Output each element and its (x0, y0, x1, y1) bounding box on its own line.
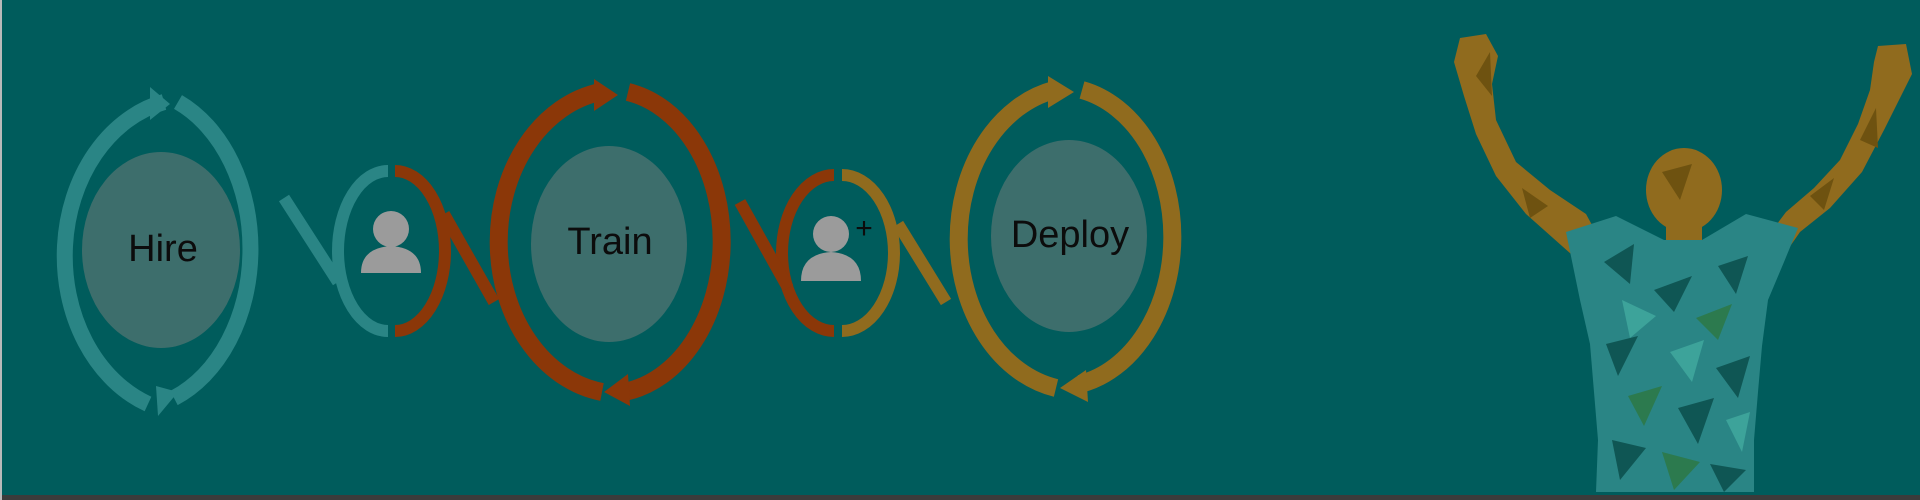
connector-2-arc-right (841, 169, 900, 337)
train-cycle-arc-left (489, 83, 604, 401)
connector-2-link-right (892, 220, 952, 306)
deploy-arrowhead-top (1048, 76, 1074, 108)
hire-cycle-arc-left (56, 94, 167, 412)
deploy-cycle: Deploy (949, 76, 1182, 402)
deploy-arrowhead-bottom (1060, 370, 1088, 402)
connector-1-arc-right (394, 165, 451, 337)
hire-cycle-arc-right (170, 95, 259, 406)
hire-arrowhead-bottom (156, 386, 178, 416)
train-label: Train (567, 221, 652, 263)
deploy-label-oval (991, 140, 1147, 332)
train-cycle-arc-right (622, 83, 731, 401)
connector-2-link-left (734, 199, 794, 291)
celebrating-person-icon (1454, 34, 1912, 492)
deploy-cycle-arc-right (1077, 81, 1182, 393)
connector-2-arc-left (776, 169, 835, 337)
connector-2: + (734, 169, 952, 337)
plus-badge: + (855, 212, 873, 245)
train-label-oval (531, 146, 687, 342)
person-plus-icon: + (801, 212, 873, 281)
connector-1-arc-left (332, 165, 389, 337)
hire-cycle: Hire (56, 87, 259, 416)
person-icon (361, 211, 421, 273)
deploy-label: Deploy (1011, 214, 1129, 256)
hire-arrowhead-top (150, 87, 170, 120)
deploy-cycle-arc-left (949, 81, 1059, 397)
train-cycle: Train (489, 79, 731, 406)
hire-label-oval (82, 152, 240, 348)
connector-1 (278, 165, 500, 337)
train-arrowhead-bottom (604, 374, 630, 406)
hire-label: Hire (128, 228, 198, 270)
train-arrowhead-top (594, 79, 618, 111)
connector-1-link-right (438, 211, 500, 305)
connector-1-link-left (278, 194, 344, 286)
bottom-border (2, 495, 1920, 500)
